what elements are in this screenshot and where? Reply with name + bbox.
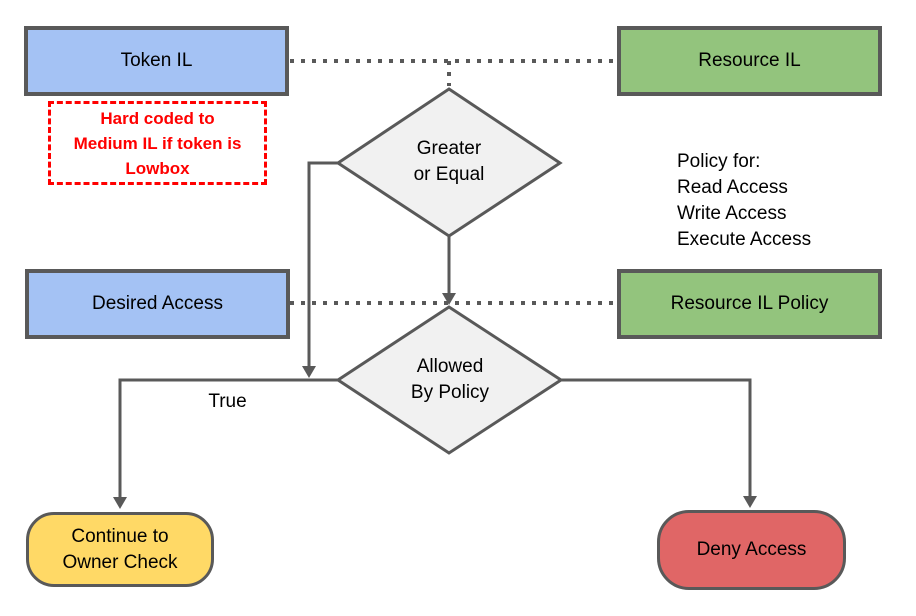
allowed-by-policy-label: Allowed By Policy xyxy=(410,356,490,403)
continue-owner-check-label: Continue to Owner Check xyxy=(62,525,178,573)
node-desired-access: Desired Access xyxy=(25,269,290,339)
node-deny-access: Deny Access xyxy=(657,510,846,590)
connector-deny-branch xyxy=(561,378,752,497)
connector-true-branch-to-continue xyxy=(118,378,338,498)
node-desired-access-label: Desired Access xyxy=(92,293,223,314)
connector-greater-left-branch xyxy=(307,161,338,367)
hardcoded-note-box: Hard coded to Medium IL if token is Lowb… xyxy=(48,101,267,185)
arrowhead-into-continue-pill xyxy=(113,497,127,509)
arrowhead-into-true-line xyxy=(302,366,316,378)
node-resource-il-label: Resource IL xyxy=(698,50,801,71)
arrowhead-into-deny-pill xyxy=(743,496,757,508)
node-token-il-label: Token IL xyxy=(120,50,193,71)
true-edge-label: True xyxy=(208,391,247,412)
greater-or-equal-diamond xyxy=(335,87,563,238)
arrowhead-into-allowed-diamond xyxy=(442,293,456,305)
hardcoded-note-text: Hard coded to Medium IL if token is Lowb… xyxy=(73,108,242,178)
node-resource-il-policy-label: Resource IL Policy xyxy=(670,293,829,314)
node-resource-il: Resource IL xyxy=(617,26,882,96)
deny-access-label: Deny Access xyxy=(696,539,807,560)
node-resource-il-policy: Resource IL Policy xyxy=(617,269,882,339)
node-token-il: Token IL xyxy=(24,26,289,96)
allowed-by-policy-diamond xyxy=(335,305,564,455)
greater-or-equal-label: Greater or Equal xyxy=(413,138,485,185)
node-continue-owner-check: Continue to Owner Check xyxy=(26,512,214,587)
policy-for-list: Policy for: Read Access Write Access Exe… xyxy=(677,151,812,250)
